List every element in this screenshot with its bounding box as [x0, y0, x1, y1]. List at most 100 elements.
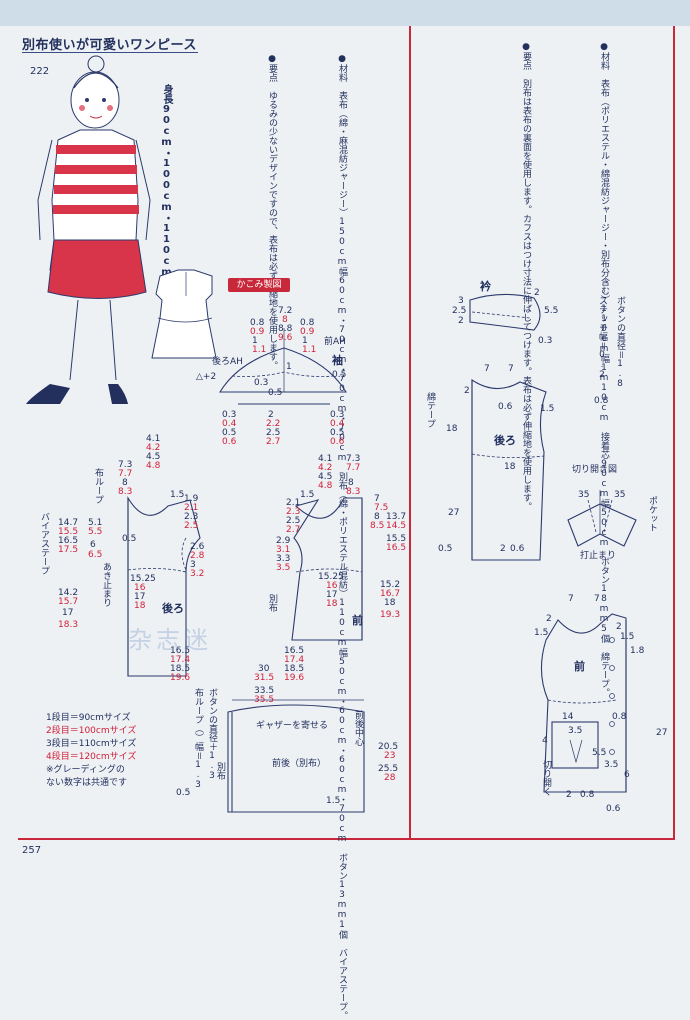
front-misc-1: 1.5	[300, 490, 315, 500]
sleeve-bl-1: 0.3	[222, 410, 237, 420]
skirt-width-4: 35.5	[254, 695, 275, 705]
front-side-3: 18.5	[284, 664, 305, 674]
back-neck-1: 4.1	[146, 434, 161, 444]
skirt-len-1: 20.5	[378, 742, 399, 752]
back-sh-3: 2.3	[184, 512, 199, 522]
front-cfu-1: 13.7	[386, 512, 407, 522]
right-front-v10: 5.5	[592, 748, 607, 758]
sleeve-br-3: 0.5	[330, 428, 345, 438]
sleeve-bm-1: 2	[268, 410, 274, 420]
front-cfl-2: 16.7	[380, 589, 401, 599]
collar-v6: 2	[534, 288, 540, 298]
right-materials: ●材料 表布（ポリエステル・綿混紡ジャージー・別布分含む）110cm幅1m10c…	[599, 42, 609, 697]
front-cfu-2: 14.5	[386, 521, 407, 531]
back-misc-1: 1.5	[170, 490, 185, 500]
right-back-v2: 0.6	[498, 402, 513, 412]
pattern-number: 222	[30, 66, 50, 77]
right-back-v9: 0.5	[438, 544, 453, 554]
back-cbu-4: 17.5	[58, 545, 79, 555]
front-side-2: 17.4	[284, 655, 305, 665]
right-front-v8: 3.5	[568, 726, 583, 736]
front-ah-1: 2.9	[276, 536, 291, 546]
bottom-rule	[18, 838, 674, 840]
sleeve-bm-3: 2.5	[266, 428, 281, 438]
back-ah-4: 3.2	[190, 569, 205, 579]
sleeve-top-1: 7.2	[278, 306, 293, 316]
sleeve-minor-3: 0.5	[332, 370, 347, 380]
front-side-1: 16.5	[284, 646, 305, 656]
back-misc-6: 6.5	[88, 550, 103, 560]
back-loop-label: 布ループ	[93, 468, 103, 504]
front-cfu-3: 15.5	[386, 534, 407, 544]
front-top-3: 8	[348, 478, 354, 488]
sleeve-left-1: 0.8	[250, 318, 265, 328]
back-sh-2: 2.1	[184, 503, 199, 513]
pocket-fold: 打止まり	[580, 551, 617, 561]
back-waist-3: 17	[134, 592, 146, 602]
right-front-v2: 2	[546, 614, 552, 624]
right-front-cut: 切り開く	[541, 760, 551, 796]
front-neck-3: 4.5	[318, 472, 333, 482]
back-bias-label: バイアステープ	[39, 512, 49, 575]
sleeve-top-4: 9.6	[278, 333, 293, 343]
sleeve-right-1: 0.8	[300, 318, 315, 328]
back-cbu-3: 16.5	[58, 536, 79, 546]
right-front-v4: 1.5	[620, 632, 635, 642]
collar-v3: 2	[458, 316, 464, 326]
right-front-v9: 4	[542, 736, 548, 746]
sleeve-br-1: 0.3	[330, 410, 345, 420]
sleeve-bl-4: 0.6	[222, 437, 237, 447]
button-size-note: ボタンの直径＝1.8	[615, 296, 625, 389]
front-waist-1: 15.25	[318, 572, 344, 582]
skirt-button-note: ボタンの直径＋1.3	[207, 688, 217, 781]
right-front-v12: 3.5	[604, 760, 619, 770]
back-cbu-2: 15.5	[58, 527, 79, 537]
legend-row-5: ※グレーディングの	[46, 765, 125, 775]
right-back-top1: 7	[484, 364, 490, 374]
front-waist-4: 18	[326, 599, 338, 609]
right-front-label: 前	[574, 660, 585, 673]
collar-v5: 0.3	[538, 336, 553, 346]
front-shr-2: 7.5	[374, 503, 389, 513]
skirt-pattern	[227, 699, 365, 813]
legend-row-4: 4段目＝120cmサイズ	[46, 752, 137, 762]
skirt-misc-1: 0.5	[176, 788, 191, 798]
sleeve-bl-2: 0.4	[222, 419, 237, 429]
back-neck-3: 4.5	[146, 452, 161, 462]
front-cfl-1: 15.2	[380, 580, 401, 590]
skirt-loop-note: 布ループ（）幅＝1.3	[193, 688, 203, 790]
right-front-v13: 6	[624, 770, 630, 780]
front-neck-1: 4.1	[318, 454, 333, 464]
sleeve-minor-1: △+2	[196, 372, 217, 382]
right-front-v14: 2	[566, 790, 572, 800]
sleeve-title: 袖	[332, 354, 343, 367]
front-label: 前	[352, 614, 363, 627]
sleeve-right-2: 0.9	[300, 327, 315, 337]
sleeve-br-4: 0.6	[330, 437, 345, 447]
back-side-4: 19.6	[170, 673, 191, 683]
size-range: 身長90cm・100cm・110cm・120cm用	[161, 84, 172, 353]
sleeve-bm-4: 2.7	[266, 437, 281, 447]
front-shr-3: 8	[374, 512, 380, 522]
skirt-label: 前後（別布）	[272, 759, 327, 769]
front-shl-1: 2.1	[286, 498, 301, 508]
pocket-title: 切り開き図	[572, 465, 618, 475]
dress-back-view	[151, 269, 217, 359]
collar-pattern	[469, 293, 541, 331]
back-side-1: 16.5	[170, 646, 191, 656]
back-sh-1: 1.9	[184, 494, 199, 504]
right-rule	[673, 26, 675, 840]
right-front-v15: 0.8	[580, 790, 595, 800]
back-misc-3: 5.1	[88, 518, 103, 528]
stitch-value: 0.8	[594, 396, 609, 406]
back-misc-5: 6	[90, 540, 96, 550]
skirt-len-3: 25.5	[378, 764, 399, 774]
sleeve-top-3: 8.8	[278, 324, 293, 334]
collar-v1: 3	[458, 296, 464, 306]
back-cbl-1: 14.2	[58, 588, 79, 598]
back-ah-3: 3	[190, 560, 196, 570]
right-front-v1: 1.5	[534, 628, 549, 638]
front-top-2: 7.7	[346, 463, 361, 473]
front-neck-2: 4.2	[318, 463, 333, 473]
right-back-label: 後ろ	[494, 434, 516, 447]
